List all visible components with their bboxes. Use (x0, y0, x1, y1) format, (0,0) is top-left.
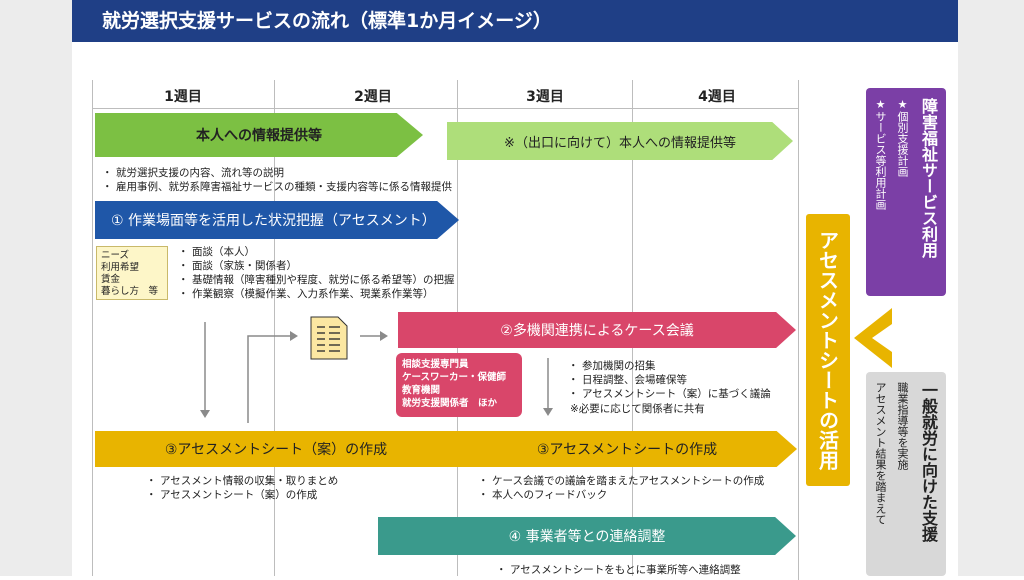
exit-info-provision-bar: ※（出口に向けて）本人への情報提供等 (447, 122, 793, 160)
draft-sheet-bullets: アセスメント情報の収集・取りまとめ アセスメントシート（案）の作成 (146, 474, 338, 502)
assessment-bullet-list: 面談（本人） 面談（家族・関係者） 基礎情報（障害種別や程度、就労に係る希望等）… (178, 245, 455, 301)
final-sheet-bar: ③アセスメントシートの作成 (457, 431, 797, 467)
participants-box: 相談支援専門員 ケースワーカー・保健師 教育機関 就労支援関係者 ほか (396, 353, 522, 417)
exit-info-provision-label: ※（出口に向けて）本人への情報提供等 (504, 135, 736, 151)
list-item: 作業観察（模擬作業、入力系作業、現業系作業等） (178, 287, 455, 301)
general-employment-title: 一般就労に向けた支援 (919, 382, 938, 542)
case-conference-bar: ②多機関連携によるケース会議 (398, 312, 796, 348)
final-sheet-label: ③アセスメントシートの作成 (536, 442, 718, 458)
info-provision-bar: 本人への情報提供等 (95, 113, 423, 157)
week-2-label: 2週目 (354, 89, 392, 105)
week-1-label: 1週目 (164, 89, 202, 105)
participant-line: 相談支援専門員 (402, 359, 469, 370)
list-item: 基礎情報（障害種別や程度、就労に係る希望等）の把握 (178, 273, 455, 287)
draft-sheet-label: ③アセスメントシート（案）の作成 (164, 442, 388, 458)
assessment-sheet-usage-label: アセスメントシートの活用 (815, 230, 840, 470)
week-divider (274, 80, 275, 576)
contact-bullets: アセスメントシートをもとに事業所等へ連絡調整 (496, 563, 741, 577)
assessment-bar: ① 作業場面等を活用した状況把握（アセスメント） (95, 201, 459, 239)
general-employment-box: 一般就労に向けた支援 職業指導等を実施 アセスメント結果を踏まえて (866, 372, 946, 576)
week-divider (92, 80, 93, 576)
left-margin (0, 0, 72, 576)
participant-line: 教育機関 (402, 385, 441, 396)
list-item: アセスメントシートをもとに事業所等へ連絡調整 (496, 563, 741, 577)
case-note: ※必要に応じて関係者に共有 (570, 403, 705, 415)
list-item: 面談（家族・関係者） (178, 259, 455, 273)
general-employment-item: 職業指導等を実施 (896, 382, 909, 470)
participant-line: 就労支援関係者 ほか (402, 398, 498, 409)
list-item: ケース会議での議論を踏まえたアセスメントシートの作成 (478, 474, 764, 488)
welfare-service-box: 障害福祉サービス利用 ★個別支援計画 ★サービス等利用計画 (866, 88, 946, 296)
week-3-label: 3週目 (526, 89, 564, 105)
case-conference-label: ②多機関連携によるケース会議 (500, 323, 694, 339)
case-bullet-list: 参加機関の招集 日程調整、会場確保等 アセスメントシート（案）に基づく議論 (568, 359, 771, 401)
assessment-sheet-usage-bar: アセスメントシートの活用 (806, 214, 850, 486)
flow-connectors (200, 322, 388, 423)
note-line: 暮らし方 等 (101, 286, 159, 297)
assessment-label: ① 作業場面等を活用した状況把握（アセスメント） (111, 213, 436, 229)
welfare-service-item: ★個別支援計画 (896, 98, 909, 177)
final-sheet-bullets: ケース会議での議論を踏まえたアセスメントシートの作成 本人へのフィードバック (478, 474, 764, 502)
welfare-service-item: ★サービス等利用計画 (874, 98, 887, 210)
week-divider (798, 80, 799, 580)
list-item: 本人へのフィードバック (478, 488, 764, 502)
info-bullet-list: 就労選択支援の内容、流れ等の説明 雇用事例、就労系障害福祉サービスの種類・支援内… (102, 166, 452, 194)
document-icon (310, 316, 348, 360)
list-item: 就労選択支援の内容、流れ等の説明 (102, 166, 452, 180)
contact-coordination-bar: ④ 事業者等との連絡調整 (378, 517, 796, 555)
down-arrow (543, 358, 553, 416)
list-item: 雇用事例、就労系障害福祉サービスの種類・支援内容等に係る情報提供 (102, 180, 452, 194)
general-employment-item: アセスメント結果を踏まえて (874, 382, 887, 525)
note-line: 賃金 (101, 274, 121, 285)
week-4-label: 4週目 (698, 89, 736, 105)
list-item: アセスメントシート（案）の作成 (146, 488, 338, 502)
list-item: アセスメント情報の収集・取りまとめ (146, 474, 338, 488)
page-title: 就労選択支援サービスの流れ（標準1か月イメージ） (72, 0, 958, 42)
list-item: アセスメントシート（案）に基づく議論 (568, 387, 771, 401)
welfare-service-title: 障害福祉サービス利用 (919, 98, 938, 258)
note-line: ニーズ (101, 250, 130, 261)
list-item: 参加機関の招集 (568, 359, 771, 373)
contact-coordination-label: ④ 事業者等との連絡調整 (508, 529, 666, 545)
list-item: 日程調整、会場確保等 (568, 373, 771, 387)
needs-note: ニーズ 利用希望 賃金 暮らし方 等 (96, 246, 168, 300)
draft-sheet-bar: ③アセスメントシート（案）の作成 (95, 431, 457, 467)
participant-line: ケースワーカー・保健師 (402, 372, 507, 383)
chevron-icon (854, 308, 892, 368)
right-margin (958, 0, 1024, 576)
list-item: 面談（本人） (178, 245, 455, 259)
info-provision-label: 本人への情報提供等 (196, 128, 322, 144)
week-header-line (92, 108, 798, 109)
note-line: 利用希望 (101, 262, 140, 273)
